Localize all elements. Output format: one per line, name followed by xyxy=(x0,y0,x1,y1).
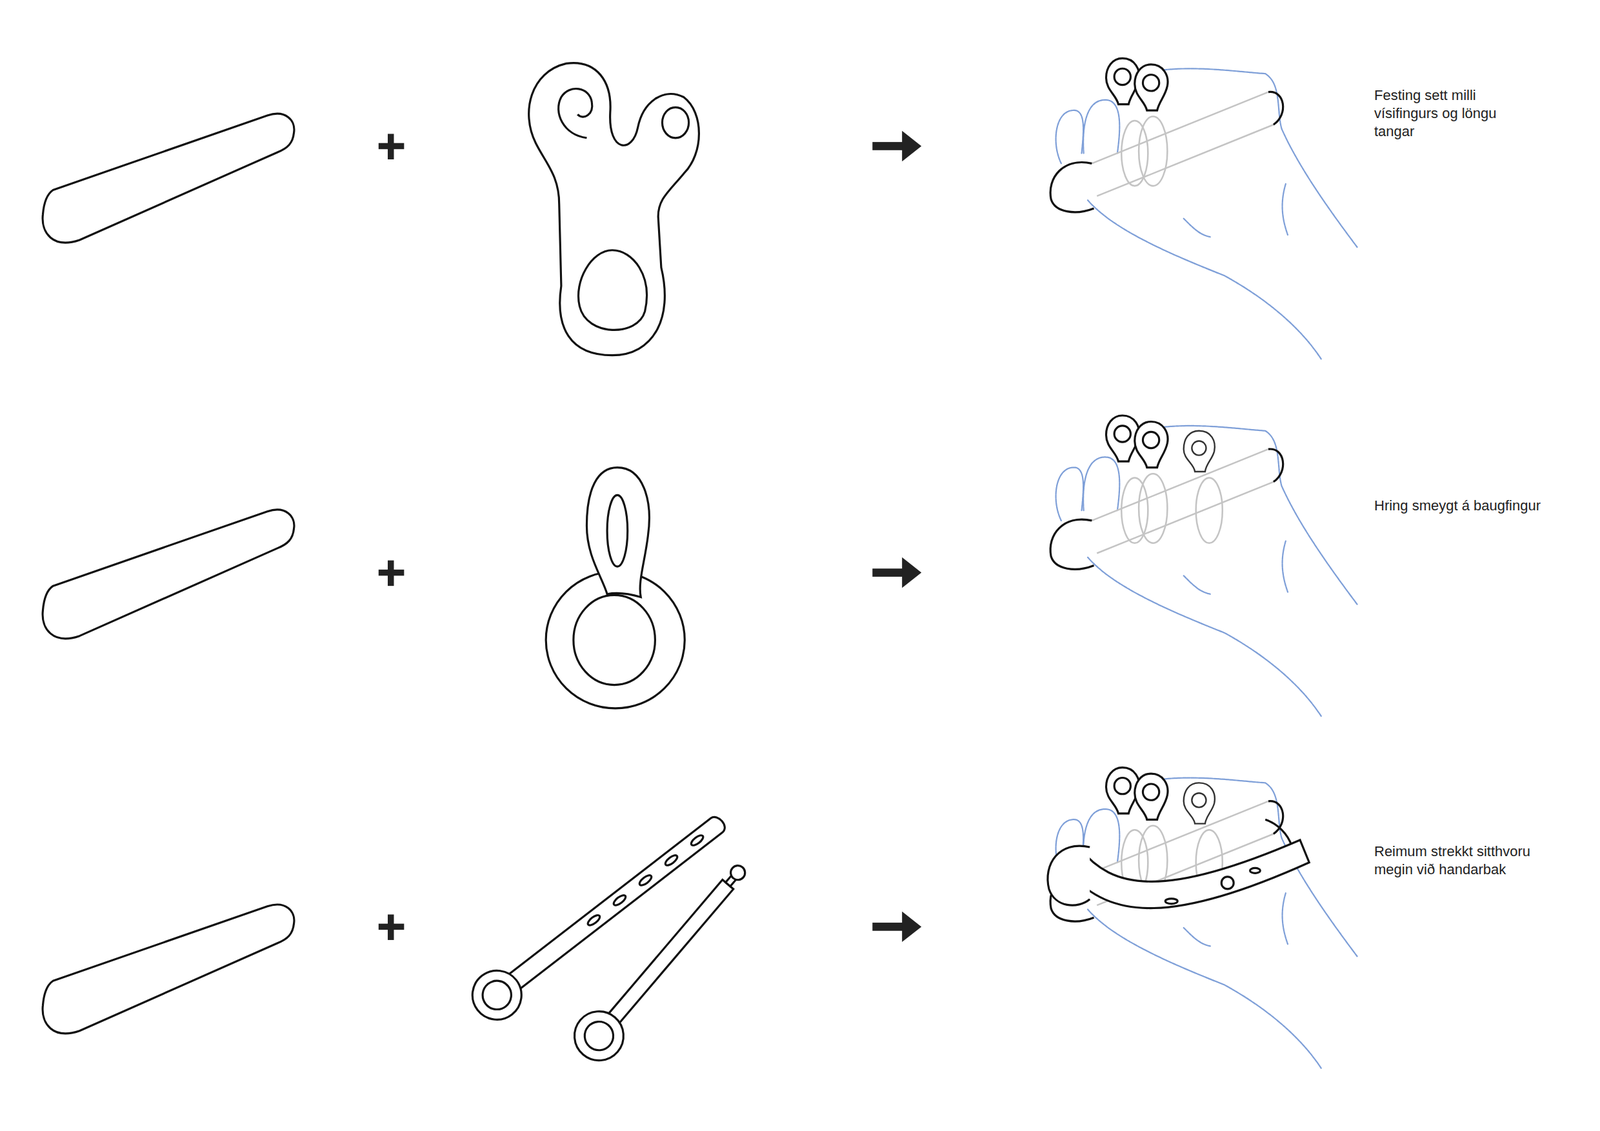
plus-sign xyxy=(378,133,405,160)
note-text: Reimum strekkt sitthvoru megin við handa… xyxy=(1374,842,1533,879)
plus-sign xyxy=(378,914,405,940)
loop-outer xyxy=(586,467,650,598)
strap-band xyxy=(606,880,733,1026)
ring-clip xyxy=(545,467,685,709)
loop-slot xyxy=(607,494,628,567)
finger-clip xyxy=(529,63,700,356)
ring-inner xyxy=(573,594,656,685)
clip-outline xyxy=(529,63,700,356)
arrow xyxy=(872,130,922,162)
clip-hole xyxy=(578,250,648,331)
strap-hole xyxy=(689,833,705,848)
rod xyxy=(42,509,295,639)
strap-band xyxy=(507,813,728,990)
arrow xyxy=(872,911,922,942)
note-text: Festing sett milli vísifingurs og löngu … xyxy=(1374,86,1533,141)
hand-sketch xyxy=(1050,415,1357,717)
strap-hole xyxy=(638,873,653,888)
strap xyxy=(462,801,737,1030)
plus-sign xyxy=(378,560,405,587)
strap-hole xyxy=(612,893,628,908)
strap-knob xyxy=(727,862,748,883)
strap-back xyxy=(1265,819,1292,846)
hand-sketch xyxy=(1050,58,1357,360)
clip-hole xyxy=(661,107,689,138)
strap-ring xyxy=(462,960,531,1030)
strap-hole xyxy=(586,913,602,928)
note-text: Hring smeygt á baugfingur xyxy=(1374,496,1591,515)
strap-on-hand xyxy=(1047,819,1310,908)
rod-end xyxy=(1047,845,1090,906)
hand-sketch xyxy=(1050,767,1357,1070)
arrow xyxy=(872,557,922,588)
strap-hole xyxy=(1250,867,1261,873)
finger-loop xyxy=(1183,430,1223,544)
strap-button xyxy=(1221,876,1234,890)
strap-hole xyxy=(663,853,679,868)
strap-ring xyxy=(564,1001,634,1071)
rod xyxy=(42,904,295,1034)
rod xyxy=(42,113,295,243)
strap-ring-hole xyxy=(476,974,517,1015)
clip-curl xyxy=(558,89,593,139)
strap-band xyxy=(1069,840,1310,909)
strap-hole xyxy=(1165,898,1178,904)
strap xyxy=(564,851,762,1071)
strap-ring-hole xyxy=(578,1015,619,1056)
